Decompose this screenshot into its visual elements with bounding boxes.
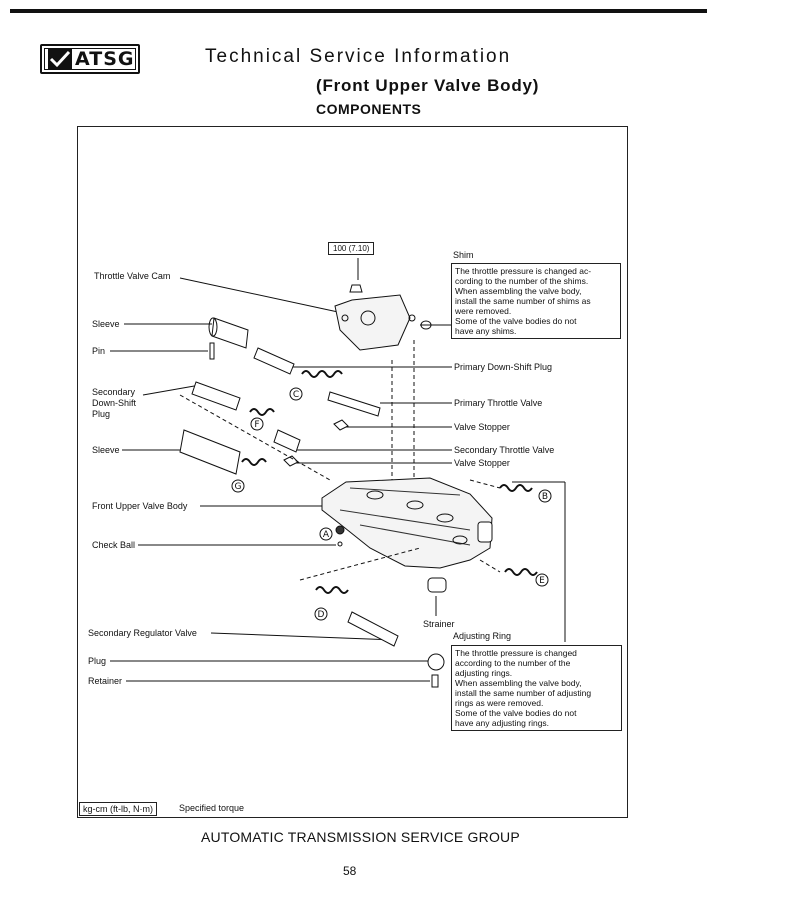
secondary-downshift-plug-part [191,381,241,411]
primary-throttle-valve-part [327,391,381,417]
ring-note-line: The throttle pressure is changed [455,648,577,658]
label-sleeve-2: Sleeve [92,445,120,455]
label-throttle-valve-cam: Throttle Valve Cam [94,271,171,281]
shim-note-line: have any shims. [455,326,517,336]
secondary-regulator-valve-part [347,611,399,647]
torque-legend-text: Specified torque [179,803,245,813]
sleeve-part-1 [211,317,249,349]
shim-note-line: The throttle pressure is changed ac- [455,266,592,276]
spring-d [315,586,349,594]
label-retainer: Retainer [88,676,123,686]
label-primary-down-shift-plug: Primary Down-Shift Plug [454,362,553,372]
marker-a: A [319,527,333,541]
atsg-logo: ATSG [40,44,140,74]
label-shim: Shim [453,250,474,260]
page-number: 58 [343,864,357,878]
ring-note-line: Some of the valve bodies do not [455,708,577,718]
leader-sec-regulator [210,632,396,641]
marker-b-text: B [542,492,548,502]
valve-body-shape [321,477,493,569]
label-secondary-downshift-line2: Down-Shift [92,398,137,408]
marker-b: B [538,489,552,503]
ring-note-box: The throttle pressure is changed accordi… [451,645,622,731]
ring-note-line: install the same number of adjusting [455,688,592,698]
label-secondary-regulator-valve: Secondary Regulator Valve [88,628,197,638]
label-check-ball: Check Ball [92,540,136,550]
spring-e [504,568,538,576]
shim-note-line: cording to the number of the shims. [455,276,589,286]
marker-d: D [314,607,328,621]
ring-note-line: have any adjusting rings. [455,718,550,728]
plug-part [427,653,445,671]
ring-note-line: adjusting rings. [455,668,513,678]
marker-e-text: E [539,576,545,586]
torque-value-box: 100 (7.10) [328,242,375,255]
label-valve-stopper-2: Valve Stopper [454,458,510,468]
marker-f: F [250,417,264,431]
primary-downshift-plug-part [253,347,295,375]
label-valve-stopper-1: Valve Stopper [454,422,510,432]
marker-c: C [289,387,303,401]
label-secondary-downshift-line3: Plug [92,409,111,419]
torque-legend-box: kg-cm (ft-lb, N·m) [79,802,157,816]
check-ball-part [335,525,345,535]
label-pin: Pin [92,346,106,356]
shim-note-line: install the same number of shims as [455,296,591,306]
marker-d-text: D [318,610,325,620]
shim-note-box: The throttle pressure is changed ac- cor… [451,263,621,339]
spring-c [301,370,343,378]
spring-letter-markers: A B C D E F G [231,387,552,621]
shim-note-line: were removed. [455,306,512,316]
sleeve-part-2 [179,429,241,475]
checkmark-logo-icon [48,49,72,69]
valve-stopper-1-part [333,419,349,431]
marker-e: E [535,573,549,587]
marker-g-text: G [235,482,242,492]
marker-a-text: A [323,530,330,540]
label-front-upper-valve-body: Front Upper Valve Body [92,501,188,511]
label-adjusting-ring: Adjusting Ring [453,631,512,641]
label-strainer: Strainer [423,619,455,629]
top-rule [10,9,707,13]
logo-text: ATSG [75,47,135,70]
leader-sec-downshift [142,384,201,396]
section-heading: COMPONENTS [316,101,422,117]
shim-part [420,320,432,330]
secondary-throttle-valve-part [273,429,301,453]
pin-part [209,342,215,360]
marker-g: G [231,479,245,493]
spring-g [241,458,267,466]
retainer-part [431,674,439,688]
ring-note-line: according to the number of the [455,658,571,668]
marker-c-text: C [293,390,299,400]
footer-organization: AUTOMATIC TRANSMISSION SERVICE GROUP [201,829,520,845]
spring-f [249,408,275,416]
spring-b [499,484,533,492]
label-secondary-throttle-valve: Secondary Throttle Valve [454,445,555,455]
diagram-frame [77,126,628,818]
ring-note-line: rings as were removed. [455,698,544,708]
label-primary-throttle-valve: Primary Throttle Valve [454,398,543,408]
label-plug: Plug [88,656,107,666]
shim-note-line: When assembling the valve body, [455,286,582,296]
marker-f-text: F [254,420,259,430]
page-title: Technical Service Information [205,46,512,67]
leader-throttle-cam [179,277,339,313]
ring-note-line: When assembling the valve body, [455,678,582,688]
label-secondary-downshift-line1: Secondary [92,387,136,397]
label-sleeve-1: Sleeve [92,319,120,329]
shim-note-line: Some of the valve bodies do not [455,316,577,326]
strainer-part [427,577,447,593]
throttle-cam-shape [334,294,411,351]
page-subtitle: (Front Upper Valve Body) [316,76,540,95]
